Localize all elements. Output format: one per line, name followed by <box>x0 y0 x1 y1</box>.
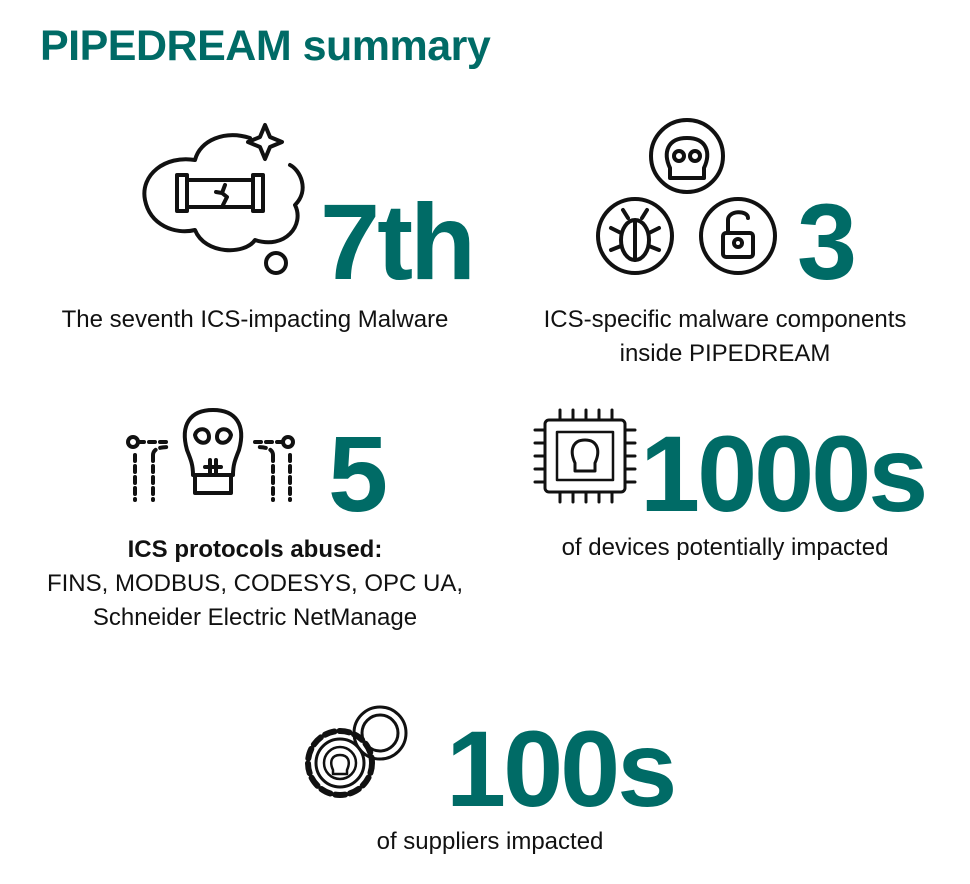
stat-value-100s: 100s <box>446 708 677 829</box>
caption-line: The seventh ICS-impacting Malware <box>61 306 449 333</box>
caption-line: ICS-specific malware components <box>543 306 907 333</box>
stat-caption-1000s: of devices potentially impacted <box>490 531 960 565</box>
stat-caption-5: ICS protocols abused: FINS, MODBUS, CODE… <box>20 533 490 635</box>
caption-line: FINS, MODBUS, CODESYS, OPC UA, <box>46 570 464 597</box>
gears-skull-icon <box>305 705 408 798</box>
skull-bug-unlock-icon <box>596 118 777 275</box>
stat-caption-100s: of suppliers impacted <box>250 825 730 859</box>
skull-circuit-icon <box>126 408 295 502</box>
caption-bold-line: ICS protocols abused: <box>127 536 383 563</box>
stat-caption-3: ICS-specific malware components inside P… <box>490 303 960 371</box>
stat-value-7th: 7th <box>320 181 476 302</box>
caption-line: Schneider Electric NetManage <box>92 604 418 631</box>
stat-value-5: 5 <box>328 413 388 534</box>
caption-line: of devices potentially impacted <box>561 534 889 561</box>
page-title: PIPEDREAM summary <box>40 22 491 70</box>
caption-line: inside PIPEDREAM <box>619 340 831 367</box>
stat-value-3: 3 <box>797 181 857 302</box>
stat-caption-7th: The seventh ICS-impacting Malware <box>20 303 490 337</box>
stat-value-1000s: 1000s <box>640 413 928 534</box>
thought-cloud-broken-pipe-icon <box>142 123 305 275</box>
caption-line: of suppliers impacted <box>376 828 604 855</box>
chip-skull-icon <box>533 408 637 504</box>
